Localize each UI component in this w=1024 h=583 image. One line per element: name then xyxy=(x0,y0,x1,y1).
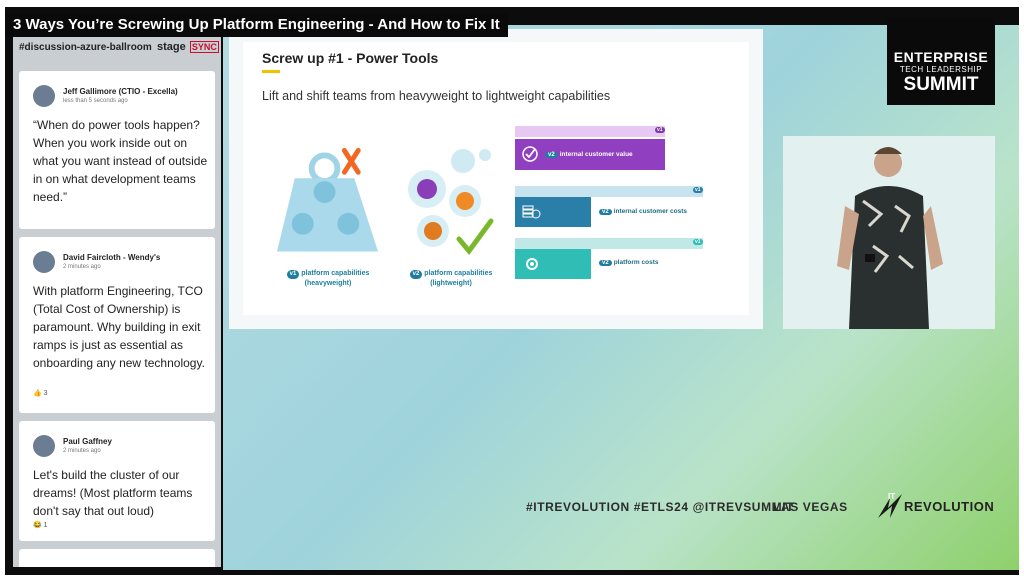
speaker-video xyxy=(783,136,995,329)
bar-tag: v1 xyxy=(693,187,703,193)
summit-logo: ENTERPRISE TECH LEADERSHIP SUMMIT xyxy=(887,18,995,105)
app-mesh-icon xyxy=(417,179,437,199)
kinesis-icon xyxy=(456,192,474,210)
logo-it: IT xyxy=(888,492,896,501)
sync-badge: SYNC xyxy=(189,41,219,53)
event-city: LAS VEGAS xyxy=(773,500,848,514)
chat-message-partial xyxy=(19,549,215,567)
reaction[interactable]: 👍 3 xyxy=(33,390,48,397)
title-underline xyxy=(262,70,280,73)
timestamp: 2 minutes ago xyxy=(63,264,101,270)
fargate-icon xyxy=(424,222,442,240)
kubernetes-icon xyxy=(313,181,336,203)
check-icon xyxy=(456,218,494,256)
author-name: Jeff Gallimore (CTIO - Excella) xyxy=(63,87,178,96)
message-text: “When do power tools happen? When you wo… xyxy=(33,118,208,204)
coins-icon xyxy=(522,205,541,219)
chat-message: David Faircloth - Wendy's 2 minutes ago … xyxy=(19,237,215,413)
bar-platform-costs-bg xyxy=(515,238,703,249)
bar-tag: v1 xyxy=(693,239,703,245)
timestamp: less than 5 seconds ago xyxy=(63,98,128,104)
stage-label: stage xyxy=(157,41,186,53)
cross-icon xyxy=(341,148,361,175)
chat-message: Jeff Gallimore (CTIO - Excella) less tha… xyxy=(19,71,215,249)
speaker-figure xyxy=(837,147,943,329)
slide-title: Screw up #1 - Power Tools xyxy=(262,50,439,66)
author-name: Paul Gaffney xyxy=(63,437,112,446)
arrow-logo-icon xyxy=(878,494,902,518)
gear-icon xyxy=(526,258,538,270)
lightweight-illustration xyxy=(408,149,494,256)
bar-customer-value xyxy=(515,139,665,170)
it-revolution-logo: IT REVOLUTION xyxy=(876,492,994,525)
stage-sync-label: stage SYNC xyxy=(156,41,219,53)
istio-icon xyxy=(291,212,314,235)
bar-customer-value-bg xyxy=(515,126,665,137)
timestamp: 2 minutes ago xyxy=(63,448,101,454)
brand-line-3: SUMMIT xyxy=(903,74,979,95)
brand-line-2: TECH LEADERSHIP xyxy=(899,65,983,74)
message-text: Let's build the cluster of our dreams! (… xyxy=(33,468,193,518)
bar-customer-costs xyxy=(515,197,591,227)
event-hashtags: #ITREVOLUTION #ETLS24 @ITREVSUMMIT xyxy=(526,500,795,514)
logo-text: REVOLUTION xyxy=(904,499,995,514)
chat-message: Paul Gaffney 2 minutes ago Let's build t… xyxy=(19,421,215,541)
slide-subtitle: Lift and shift teams from heavyweight to… xyxy=(262,89,611,103)
reaction[interactable]: 😂 1 xyxy=(33,522,48,529)
avatar xyxy=(33,251,55,273)
chat-sidebar[interactable]: #discussion-azure-ballroom stage SYNC Je… xyxy=(13,37,221,567)
checkmark-circle-icon xyxy=(522,146,538,162)
avatar xyxy=(33,435,55,457)
video-player[interactable]: #discussion-azure-ballroom stage SYNC Je… xyxy=(5,7,1019,575)
author-name: David Faircloth - Wendy's xyxy=(63,253,161,262)
bar-tag: v1 xyxy=(655,127,665,133)
video-title: 3 Ways You’re Screwing Up Platform Engin… xyxy=(5,13,508,37)
message-text: With platform Engineering, TCO (Total Co… xyxy=(33,284,205,370)
v2-badge: v2 xyxy=(409,270,423,279)
avatar xyxy=(33,85,55,107)
bar-customer-costs-bg xyxy=(515,186,703,197)
brand-line-1: ENTERPRISE xyxy=(893,49,989,65)
weight-illustration xyxy=(276,148,379,252)
v1-badge: v1 xyxy=(286,270,300,279)
channel-name: #discussion-azure-ballroom xyxy=(19,42,152,53)
kafka-icon xyxy=(337,212,360,235)
